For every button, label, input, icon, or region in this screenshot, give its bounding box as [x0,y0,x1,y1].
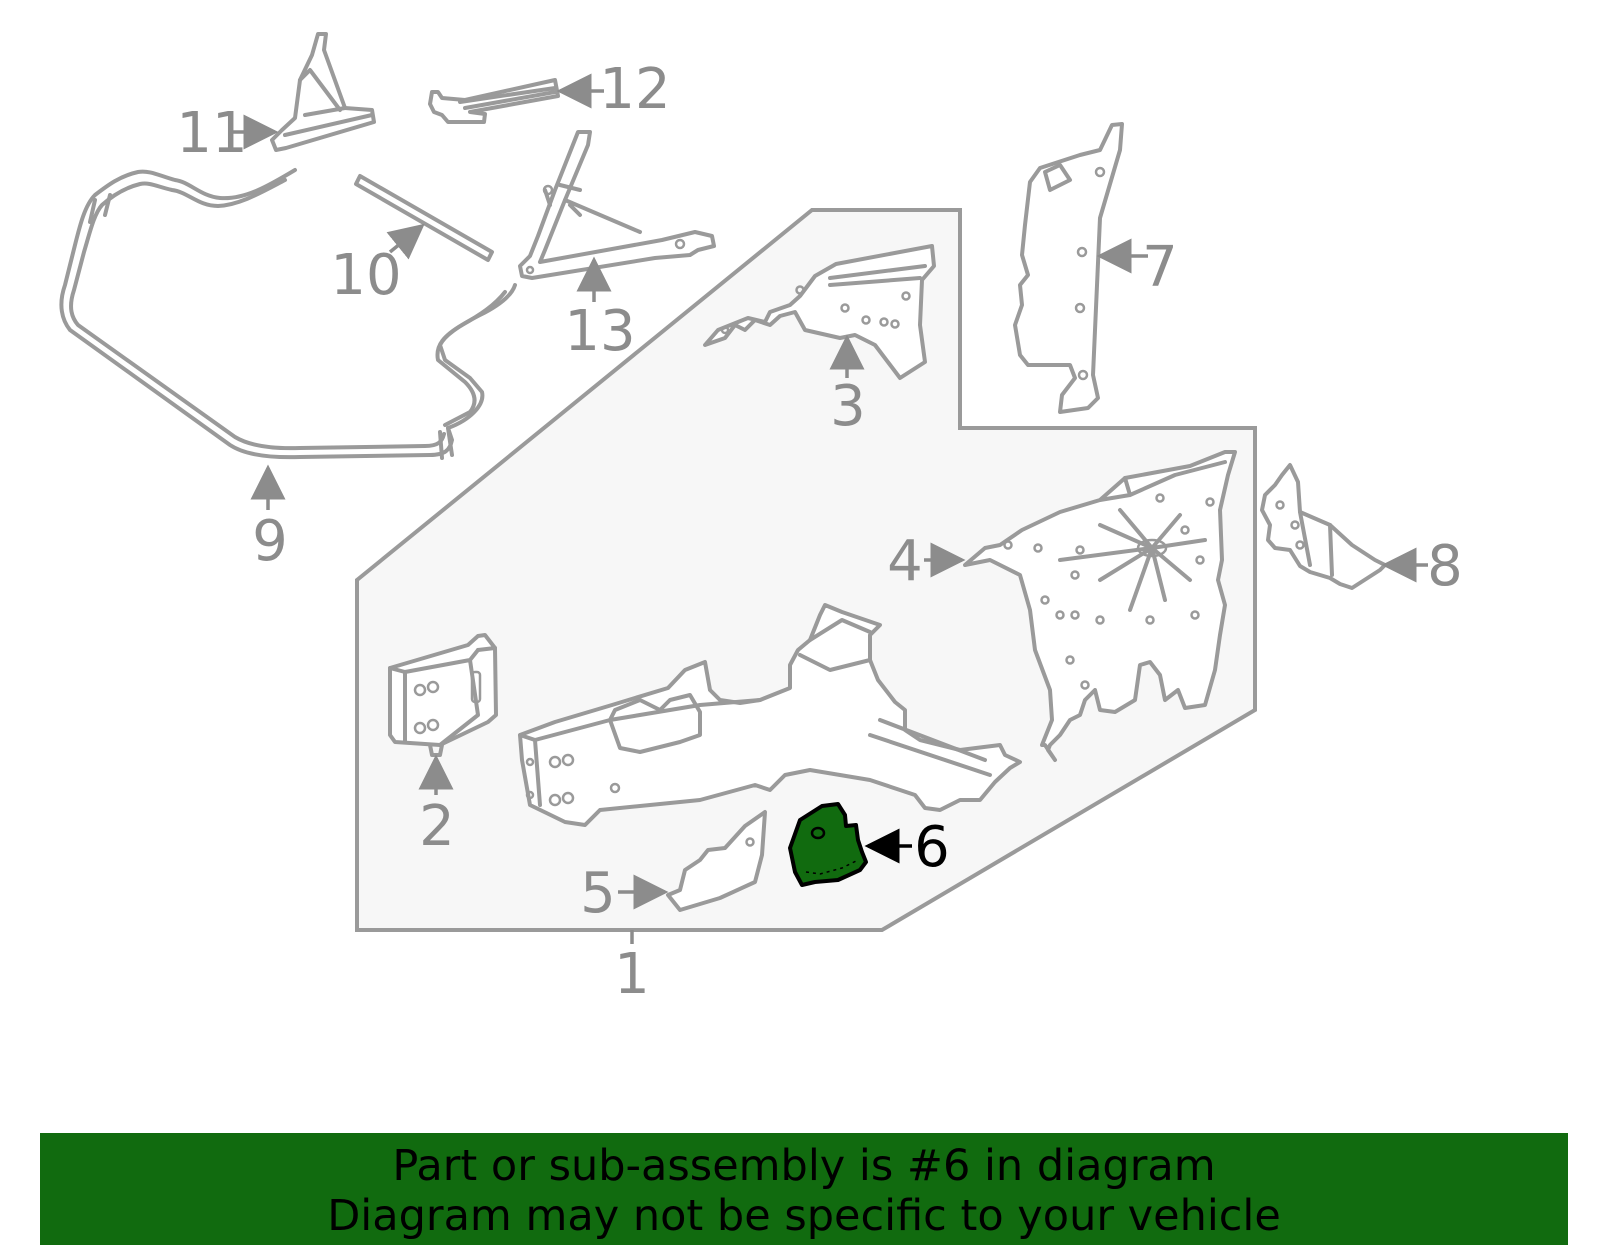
leader-10 [386,223,425,260]
callout-1: 1 [614,942,650,1007]
callout-2: 2 [419,794,455,859]
info-banner: Part or sub-assembly is #6 in diagram Di… [40,1133,1568,1245]
callout-3: 3 [830,374,866,439]
banner-line-2: Diagram may not be specific to your vehi… [327,1191,1281,1241]
part-1-frame-rail [518,603,1022,827]
part-12-rail [428,78,560,124]
callout-5: 5 [580,861,616,926]
callout-12: 12 [599,57,670,122]
part-8-bracket [1260,463,1387,590]
part-6-highlighted[interactable] [788,802,868,887]
banner-line-1: Part or sub-assembly is #6 in diagram [392,1141,1216,1191]
part-3-upper-rail [703,244,936,380]
part-13-brace [518,130,716,280]
part-4-wheelhouse [963,450,1237,762]
callout-9: 9 [252,509,288,574]
callout-8: 8 [1427,534,1463,599]
part-7-pillar [1013,122,1124,414]
callout-13: 13 [564,299,635,364]
part-2-mount [388,633,498,757]
callout-6[interactable]: 6 [914,815,950,880]
callout-7: 7 [1142,235,1178,300]
part-10-bar [354,174,494,262]
part-9-frame [59,168,517,460]
callout-11: 11 [176,101,247,166]
callout-10: 10 [330,243,401,308]
callout-4: 4 [887,529,923,594]
part-5-plate [666,810,767,912]
part-11-bracket [270,32,376,152]
